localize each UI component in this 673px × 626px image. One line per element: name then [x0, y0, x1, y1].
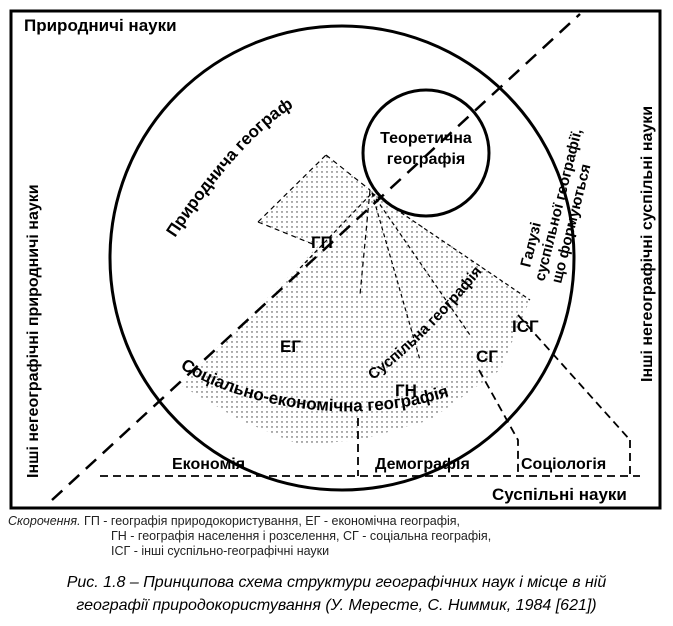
main-diagonal [51, 13, 581, 501]
theoretical-geography-label-1: Теоретична [380, 130, 472, 147]
sg-label: СГ [476, 347, 498, 366]
abbreviations-line-1: ГП - географія природокористування, ЕГ -… [84, 514, 461, 528]
abbreviations-line-3: ІСГ - інші суспільно-географічні науки [111, 544, 330, 558]
left-vertical-label: Інші негеографічні природничі науки [25, 184, 42, 478]
emerging-branches-label: Галузі суспільної географії, що формують… [517, 127, 594, 285]
eg-label: ЕГ [280, 337, 301, 356]
theoretical-geography-label-2: географія [387, 151, 465, 168]
top-left-label: Природничі науки [24, 16, 177, 35]
isg-label: ІСГ [512, 317, 539, 336]
physical-geography-label: Природнича географія [0, 0, 296, 240]
sociology-label: Соціологія [521, 456, 606, 473]
right-vertical-label: Інші негеографічні суспільні науки [639, 106, 656, 382]
sg-sector [180, 190, 530, 445]
dotted-sectors [180, 155, 530, 445]
bottom-dividers [100, 314, 640, 477]
abbreviations-note: Скорочення. ГП - географія природокорист… [8, 514, 668, 559]
abbreviations-heading: Скорочення. [8, 514, 81, 528]
geography-circle [108, 24, 576, 492]
gn-label: ГН [395, 381, 417, 400]
bottom-right-label: Суспільні науки [492, 485, 627, 504]
caption-line-1: Рис. 1.8 – Принципова схема структури ге… [66, 574, 607, 591]
outer-frame [9, 9, 662, 510]
abbreviations-line-2: ГН - географія населення і розселення, С… [111, 529, 492, 543]
gp-sector [258, 155, 370, 245]
figure-caption: Рис. 1.8 – Принципова схема структури ге… [0, 571, 673, 617]
caption-line-2: географії природокористування (У. Мерест… [76, 597, 597, 614]
gp-label: ГП [311, 233, 333, 252]
geography-structure-diagram: Природничі науки Суспільні науки Інші не… [0, 0, 662, 510]
demography-label: Демографія [375, 456, 470, 473]
economy-label: Економія [172, 456, 245, 473]
